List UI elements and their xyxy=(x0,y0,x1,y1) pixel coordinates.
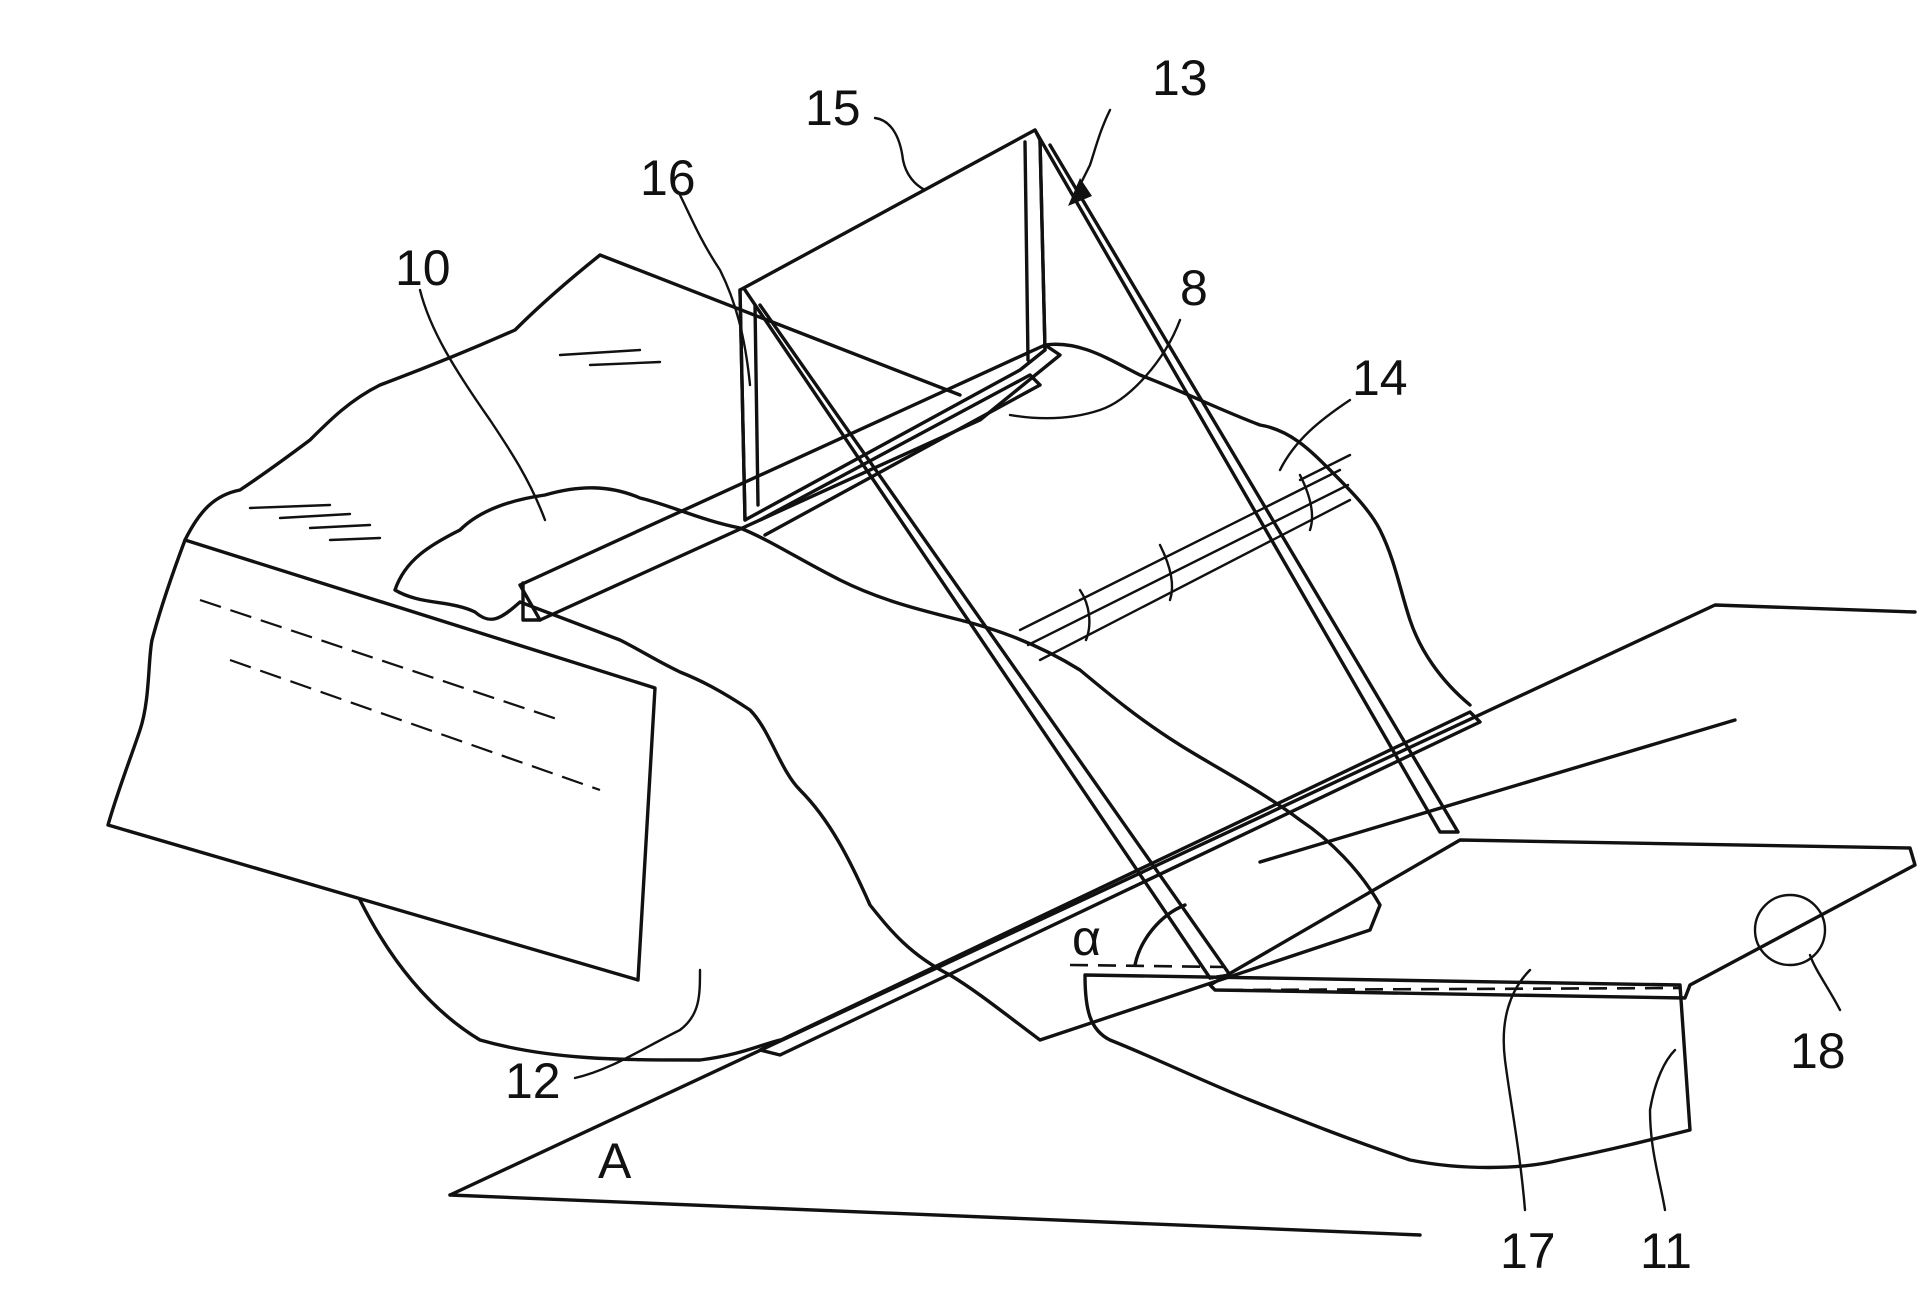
upper-rough-body xyxy=(185,255,960,540)
label-8: 8 xyxy=(1180,260,1208,316)
label-14: 14 xyxy=(1352,350,1408,406)
wavy-hatched-rib xyxy=(395,488,1380,1040)
lower-cavity-curve xyxy=(360,900,780,1060)
label-12: 12 xyxy=(505,1053,561,1109)
left-block-dashes xyxy=(200,600,600,790)
label-13: 13 xyxy=(1152,50,1208,106)
label-16: 16 xyxy=(640,150,696,206)
label-A: A xyxy=(598,1133,632,1189)
surface-texture-marks xyxy=(250,350,660,540)
label-17: 17 xyxy=(1500,1223,1556,1279)
angle-arc xyxy=(1135,905,1185,965)
inclined-track xyxy=(450,605,1915,1235)
flat-plate xyxy=(1210,840,1915,998)
rib-top-face xyxy=(520,345,1060,620)
shaft-14 xyxy=(1020,455,1350,660)
label-15: 15 xyxy=(805,80,861,136)
label-10: 10 xyxy=(395,240,451,296)
label-11: 11 xyxy=(1640,1223,1692,1279)
label-18: 18 xyxy=(1790,1023,1846,1079)
leader-lines xyxy=(420,110,1840,1210)
label-alpha: α xyxy=(1072,910,1101,966)
frame-13 xyxy=(740,130,1458,978)
right-lower-section xyxy=(1085,975,1690,1168)
